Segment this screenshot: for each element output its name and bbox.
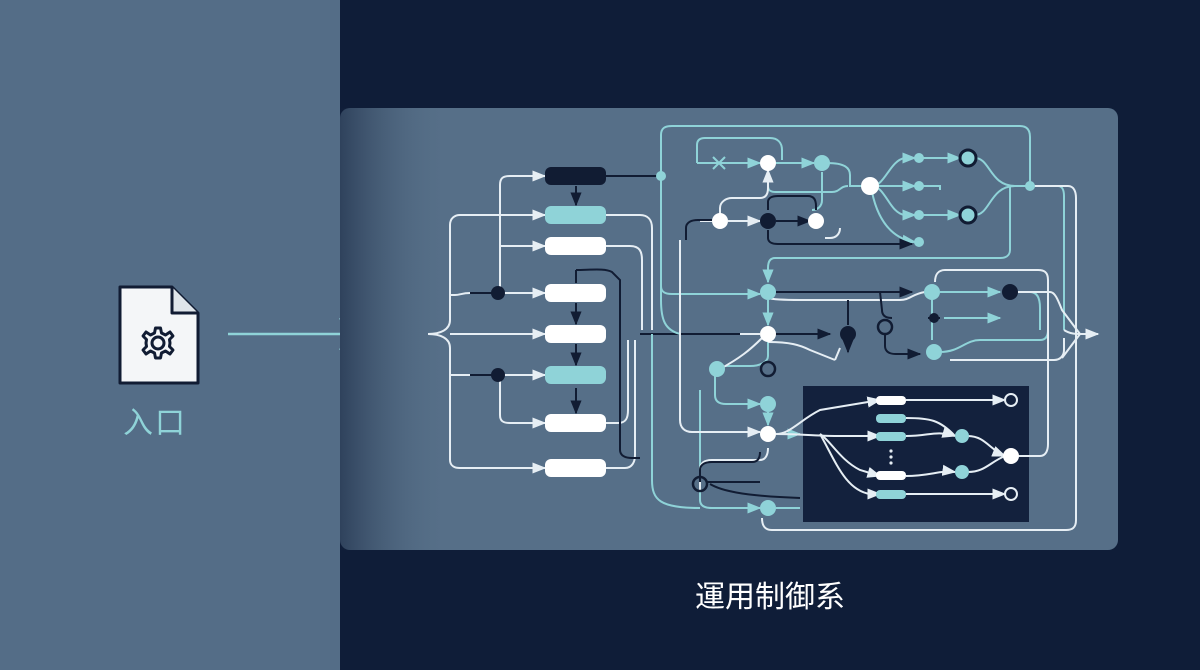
- graph-node: [760, 326, 776, 342]
- graph-node: [760, 500, 776, 516]
- process-bar: [545, 325, 606, 343]
- subsystem-bars: [876, 393, 1019, 501]
- graph-node: [1025, 181, 1035, 191]
- graph-node: [955, 429, 969, 443]
- graph-node: [712, 213, 728, 229]
- graph-node: [929, 313, 939, 323]
- graph-node: [840, 326, 856, 342]
- process-bars: [545, 167, 606, 477]
- graph-node: [759, 360, 777, 378]
- process-bar: [876, 490, 906, 499]
- graph-node: [876, 318, 894, 336]
- graph-node: [958, 205, 978, 225]
- graph-node: [958, 148, 978, 168]
- graph-node: [955, 465, 969, 479]
- process-bar: [876, 396, 906, 405]
- graph-node: [760, 213, 776, 229]
- graph-node: [760, 426, 776, 442]
- input-flows: [427, 170, 653, 474]
- graph-node: [914, 153, 924, 163]
- graph-node: [760, 396, 776, 412]
- output-arrow: [950, 329, 1083, 361]
- graph-node: [1002, 284, 1018, 300]
- graph-node: [814, 155, 830, 171]
- graph-node: [924, 284, 940, 300]
- graph-node: [926, 344, 942, 360]
- process-bar: [876, 471, 906, 480]
- graph-node: [656, 171, 666, 181]
- process-bar: [545, 459, 606, 477]
- graph-nodes: [656, 148, 1035, 516]
- graph-node: [709, 361, 725, 377]
- dark-flows: [619, 195, 940, 499]
- graph-node: [760, 155, 776, 171]
- graph-node: [1004, 393, 1018, 407]
- entry-label: 入口: [123, 406, 187, 441]
- system-label: 運用制御系: [695, 580, 845, 615]
- graph-node: [808, 213, 824, 229]
- graph-node: [914, 181, 924, 191]
- graph-node: [914, 237, 924, 247]
- process-bar: [545, 167, 606, 185]
- graph-node: [914, 210, 924, 220]
- graph-node: [861, 177, 879, 195]
- process-bar: [545, 284, 606, 302]
- graph-node: [1004, 487, 1018, 501]
- graph-node: [691, 475, 709, 493]
- process-bar: [545, 366, 606, 384]
- close-icon: [712, 156, 726, 170]
- graph-node: [760, 284, 776, 300]
- gear-document-icon: [118, 285, 200, 385]
- graph-node: [1003, 448, 1019, 464]
- process-bar: [876, 414, 906, 423]
- process-bar: [545, 237, 606, 255]
- white-flows: [679, 168, 1100, 531]
- process-bar: [545, 414, 606, 432]
- process-bar: [545, 206, 606, 224]
- process-bar: [876, 432, 906, 441]
